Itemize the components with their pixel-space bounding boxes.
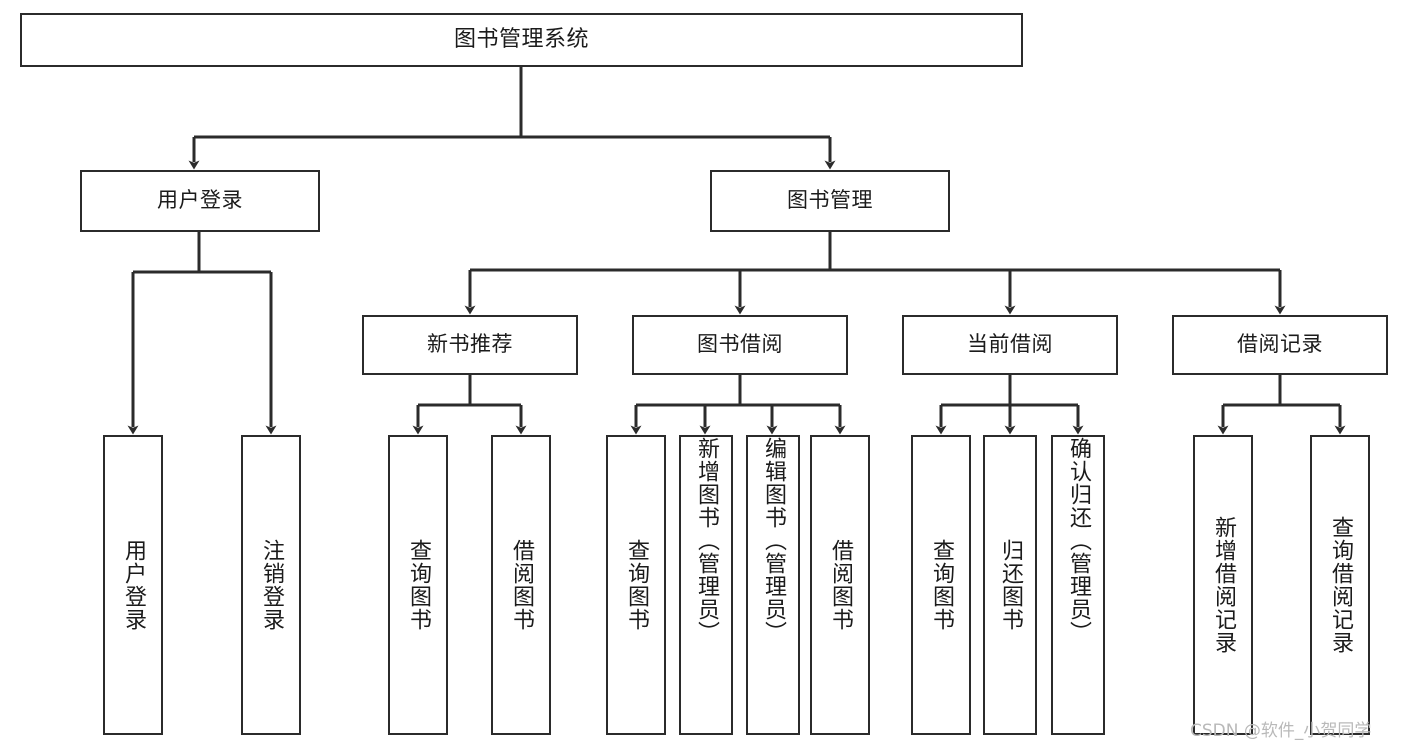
- node-user-login-label: 用户登录: [157, 188, 243, 213]
- node-current-borrow-label: 当前借阅: [967, 332, 1053, 357]
- node-book-borrow-label: 图书借阅: [697, 332, 783, 357]
- watermark: CSDN @软件_小贺同学: [1190, 721, 1372, 741]
- leaf-current-borrow-query-label: 查询图书: [928, 539, 954, 631]
- node-user-login[interactable]: 用户登录: [80, 170, 320, 232]
- leaf-new-book-query-label: 查询图书: [405, 539, 431, 631]
- leaf-book-borrow-query[interactable]: 查询图书: [606, 435, 666, 735]
- leaf-book-borrow-query-label: 查询图书: [623, 539, 649, 631]
- leaf-current-borrow-confirm-label: 确认归还（管理员）: [1065, 437, 1091, 644]
- node-book-borrow[interactable]: 图书借阅: [632, 315, 848, 375]
- leaf-book-borrow-edit-label: 编辑图书（管理员）: [760, 437, 786, 644]
- leaf-new-book-borrow-label: 借阅图书: [508, 539, 534, 631]
- node-new-book-recommend-label: 新书推荐: [427, 332, 513, 357]
- leaf-current-borrow-return[interactable]: 归还图书: [983, 435, 1037, 735]
- leaf-book-borrow-edit[interactable]: 编辑图书（管理员）: [746, 435, 800, 735]
- leaf-borrow-record-add[interactable]: 新增借阅记录: [1193, 435, 1253, 735]
- node-borrow-record[interactable]: 借阅记录: [1172, 315, 1388, 375]
- leaf-book-borrow-borrow[interactable]: 借阅图书: [810, 435, 870, 735]
- node-book-management[interactable]: 图书管理: [710, 170, 950, 232]
- node-new-book-recommend[interactable]: 新书推荐: [362, 315, 578, 375]
- node-book-management-label: 图书管理: [787, 188, 873, 213]
- leaf-new-book-query[interactable]: 查询图书: [388, 435, 448, 735]
- leaf-user-login-logout[interactable]: 注销登录: [241, 435, 301, 735]
- leaf-borrow-record-query-label: 查询借阅记录: [1327, 516, 1353, 654]
- leaf-book-borrow-add-label: 新增图书（管理员）: [693, 437, 719, 644]
- node-borrow-record-label: 借阅记录: [1237, 332, 1323, 357]
- leaf-user-login-login-label: 用户登录: [120, 539, 146, 631]
- leaf-book-borrow-borrow-label: 借阅图书: [827, 539, 853, 631]
- leaf-new-book-borrow[interactable]: 借阅图书: [491, 435, 551, 735]
- leaf-current-borrow-query[interactable]: 查询图书: [911, 435, 971, 735]
- node-current-borrow[interactable]: 当前借阅: [902, 315, 1118, 375]
- leaf-user-login-login[interactable]: 用户登录: [103, 435, 163, 735]
- node-root[interactable]: 图书管理系统: [20, 13, 1023, 67]
- leaf-current-borrow-confirm[interactable]: 确认归还（管理员）: [1051, 435, 1105, 735]
- leaf-book-borrow-add[interactable]: 新增图书（管理员）: [679, 435, 733, 735]
- node-root-label: 图书管理系统: [453, 26, 589, 52]
- leaf-borrow-record-query[interactable]: 查询借阅记录: [1310, 435, 1370, 735]
- leaf-current-borrow-return-label: 归还图书: [997, 539, 1023, 631]
- leaf-borrow-record-add-label: 新增借阅记录: [1210, 516, 1236, 654]
- leaf-user-login-logout-label: 注销登录: [258, 539, 284, 631]
